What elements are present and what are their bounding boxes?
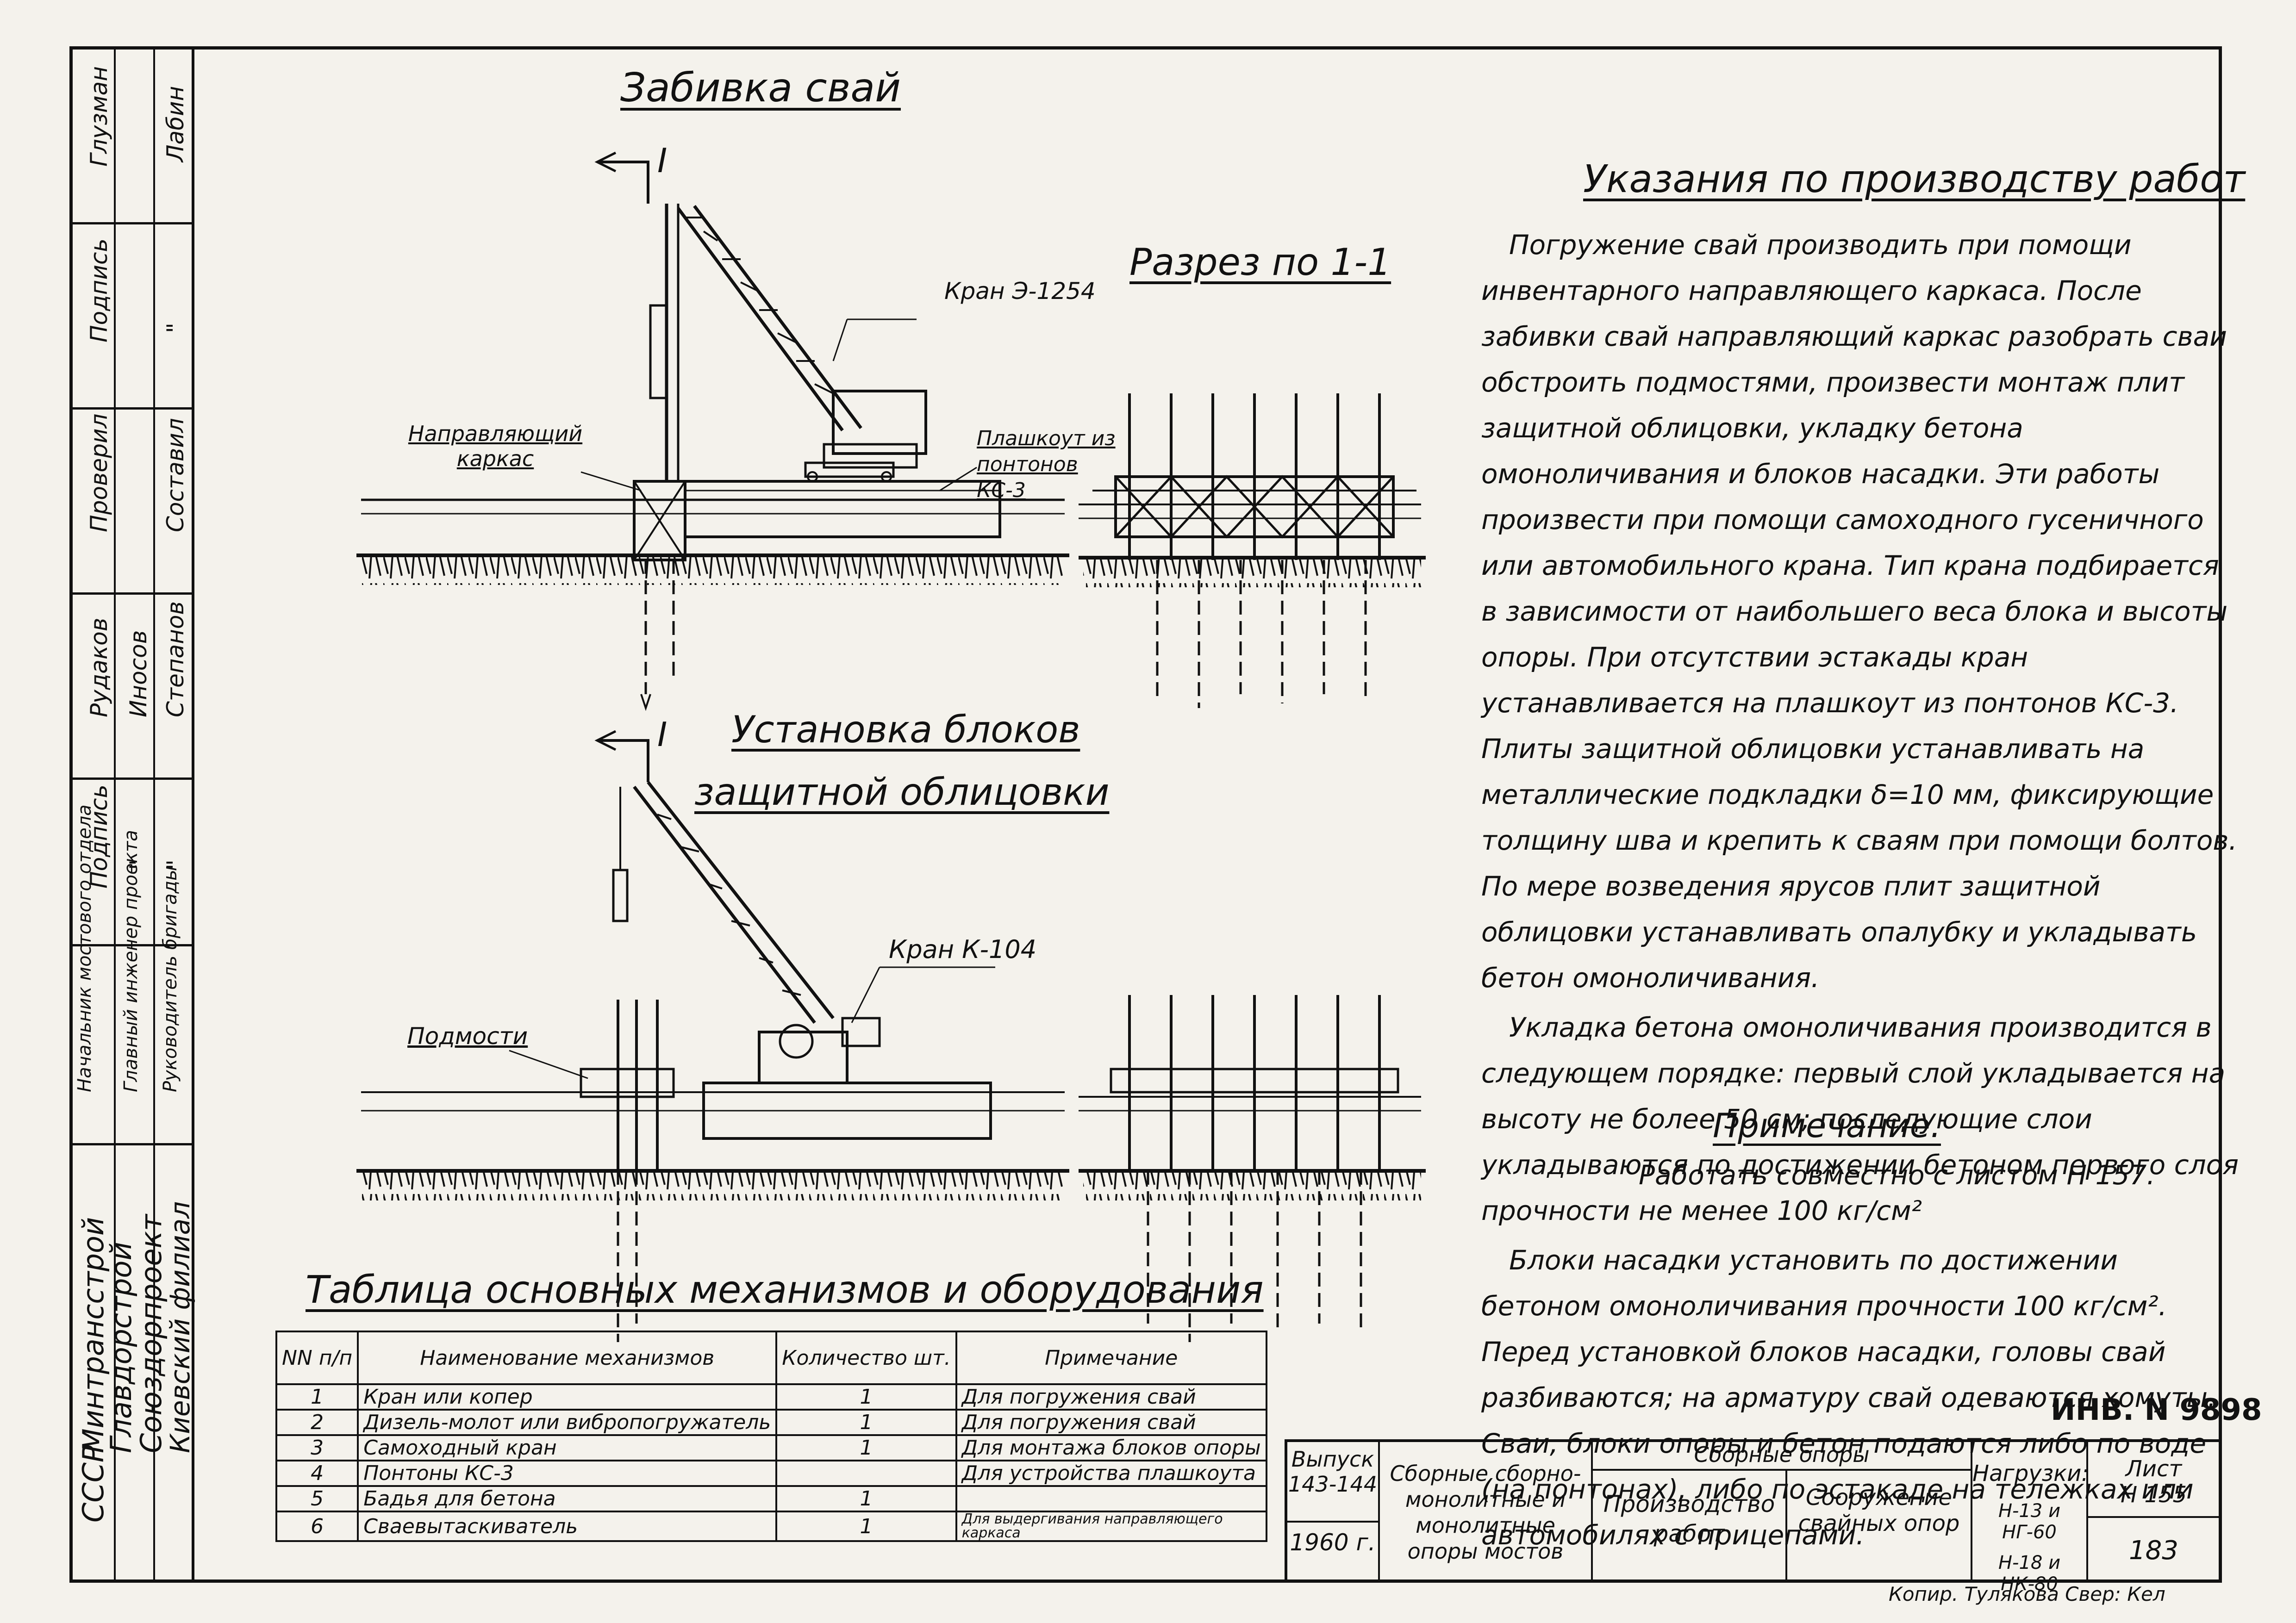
row-num: 2	[275, 1409, 359, 1436]
crane1-label: Кран Э-1254	[944, 278, 1096, 305]
table-row: 1 Кран или копер 1 Для погружения свай	[275, 1383, 1267, 1411]
instructions-p3: Блоки насадки установить по достижении б…	[1481, 1244, 2216, 1551]
instructions-p2: Укладка бетона омоноличивания производит…	[1481, 1012, 2239, 1226]
loads-label: Нагрузки:	[1972, 1461, 2089, 1486]
section-marker-top: I	[657, 141, 668, 180]
row-note: Для выдергивания направляющего каркаса	[955, 1511, 1267, 1542]
series-title: Сборные сборно-монолитные и монолитные о…	[1380, 1442, 1593, 1580]
pile-driving-drawing	[356, 151, 1069, 711]
row-note: Для монтажа блоков опоры	[955, 1434, 1267, 1461]
year: 1960 г.	[1290, 1529, 1376, 1556]
row-num: 1	[275, 1383, 359, 1411]
table-row: 3 Самоходный кран 1 Для монтажа блоков о…	[275, 1434, 1267, 1461]
load-2: Н-18 и НК-80	[1998, 1552, 2061, 1595]
row-num: 3	[275, 1434, 359, 1461]
block-install-drawing	[356, 730, 1069, 1342]
header-note: Примечание	[955, 1331, 1267, 1385]
issue-label: Выпуск	[1291, 1447, 1374, 1472]
table-row: 6 Сваевытаскиватель 1 Для выдергивания н…	[275, 1511, 1267, 1542]
block-install-title-2: защитной облицовки	[694, 771, 1110, 814]
header-qty: Количество шт.	[775, 1331, 957, 1385]
row-qty: 1	[775, 1511, 957, 1542]
frame-label: Направляющий каркас	[408, 421, 583, 471]
section-marker-bottom: I	[657, 715, 668, 754]
row-qty	[775, 1460, 957, 1487]
pile-driving-title: Забивка свай	[620, 65, 901, 111]
pontoon-label: Плашкоут из понтонов КС-3	[977, 427, 1116, 502]
sheet-label: Лист	[2125, 1456, 2182, 1482]
table-header-row: NN п/п Наименование механизмов Количеств…	[275, 1331, 1267, 1385]
row-name: Сваевытаскиватель	[357, 1511, 778, 1542]
row-name: Самоходный кран	[357, 1434, 778, 1461]
row-note: Для устройства плашкоута	[955, 1460, 1267, 1487]
inventory-number: ИНВ. N 9898	[2051, 1393, 2262, 1427]
row-qty: 1	[775, 1434, 957, 1461]
row-qty: 1	[775, 1485, 957, 1512]
sheet-number: Н 155	[2121, 1482, 2187, 1508]
crane2-label: Кран К-104	[889, 935, 1037, 964]
copy-note: Копир. Тулякова Свер: Кел	[1889, 1583, 2165, 1605]
row-note	[955, 1485, 1267, 1512]
left-title-strip	[69, 46, 194, 1583]
row-name: Кран или копер	[357, 1383, 778, 1411]
table-row: 5 Бадья для бетона 1	[275, 1485, 1267, 1512]
row-name: Понтоны КС-3	[357, 1460, 778, 1487]
row-name: Бадья для бетона	[357, 1485, 778, 1512]
equipment-table-title: Таблица основных механизмов и оборудован…	[306, 1268, 1264, 1312]
instructions-title: Указания по производству работ	[1583, 157, 2246, 201]
group-title: Сборные опоры	[1593, 1442, 1972, 1471]
load-1: Н-13 и НГ-60	[1998, 1500, 2061, 1543]
instructions-p1: Погружение свай производить при помощи и…	[1481, 229, 2237, 994]
note-title: Примечание.	[1713, 1106, 1941, 1145]
section-title: Разрез по 1-1	[1129, 241, 1391, 284]
section-title-block: Производство работ	[1593, 1471, 1787, 1580]
row-num: 4	[275, 1460, 359, 1487]
row-note: Для погружения свай	[955, 1383, 1267, 1411]
header-num: NN п/п	[275, 1331, 359, 1385]
row-qty: 1	[775, 1409, 957, 1436]
issue-number: 143-144	[1288, 1472, 1378, 1497]
row-num: 6	[275, 1511, 359, 1542]
subject-title: Сооружение свайных опор	[1787, 1471, 1972, 1580]
table-row: 2 Дизель-молот или вибропогружатель 1 Дл…	[275, 1409, 1267, 1436]
sheet-frame	[69, 46, 2222, 1583]
row-qty: 1	[775, 1383, 957, 1411]
equipment-table: NN п/п Наименование механизмов Количеств…	[275, 1331, 1267, 1542]
title-block: Выпуск 143-144 1960 г. Сборные сборно-мо…	[1285, 1439, 2222, 1595]
section-1-1-drawing	[1079, 393, 1426, 708]
row-name: Дизель-молот или вибропогружатель	[357, 1409, 778, 1436]
instructions-text: Погружение свай производить при помощи и…	[1481, 222, 2240, 1562]
scaffold-label: Подмости	[407, 1023, 528, 1050]
header-name: Наименование механизмов	[357, 1331, 778, 1385]
row-num: 5	[275, 1485, 359, 1512]
note-text: Работать совместно с листом Н 157.	[1639, 1159, 2155, 1191]
row-note: Для погружения свай	[955, 1409, 1267, 1436]
page-number: 183	[2129, 1536, 2178, 1566]
section-lower-drawing	[1079, 995, 1426, 1342]
block-install-title-1: Установка блоков	[731, 708, 1080, 751]
table-row: 4 Понтоны КС-3 Для устройства плашкоута	[275, 1460, 1267, 1487]
